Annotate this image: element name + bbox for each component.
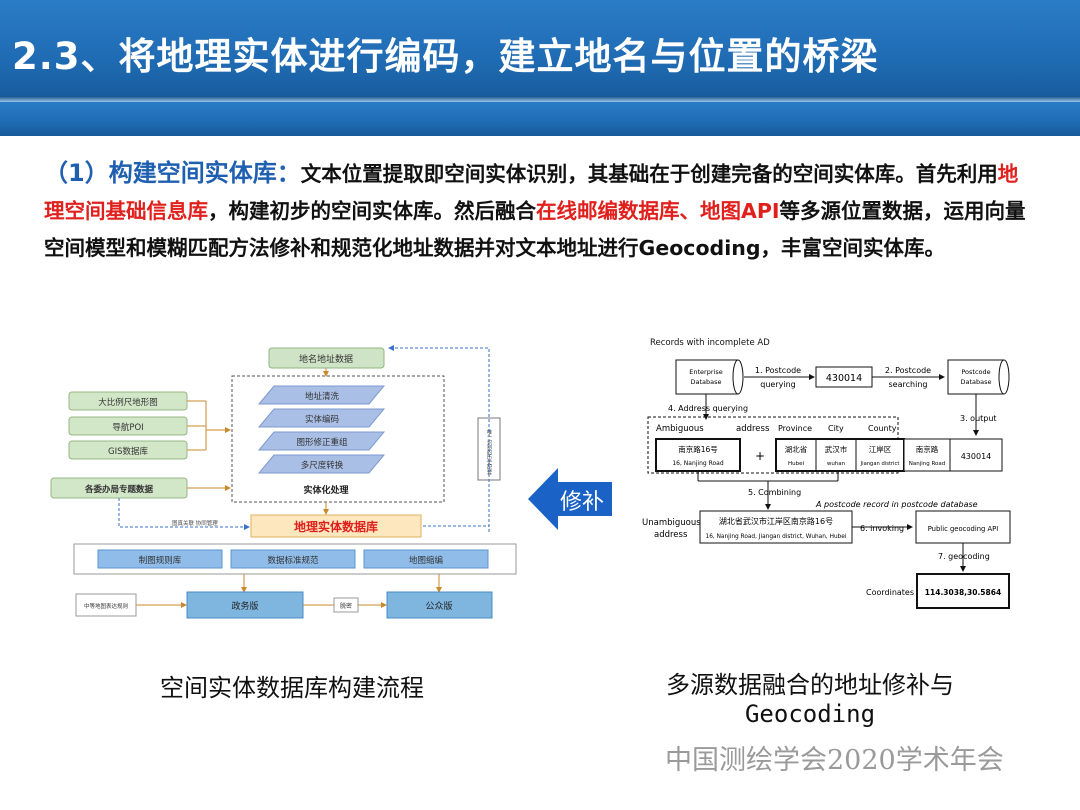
intro-text-1: 文本位置提取即空间实体识别，其基础在于创建完备的空间实体库。首先利用 xyxy=(300,162,998,186)
svg-text:Public geocoding API: Public geocoding API xyxy=(928,525,999,533)
geocoding-flow-diagram: Records with incomplete AD Enterprise Da… xyxy=(642,338,1011,609)
svg-text:1. Postcode: 1. Postcode xyxy=(755,366,801,375)
public-version-box xyxy=(386,591,493,619)
section-lead: （1）构建空间实体库： xyxy=(44,159,301,187)
svg-text:Ambiguous: Ambiguous xyxy=(656,424,704,434)
repair-arrow-label: 修补 xyxy=(560,490,604,515)
svg-text:Database: Database xyxy=(960,378,991,386)
svg-text:Coordinates: Coordinates xyxy=(866,588,914,597)
svg-text:7. geocoding: 7. geocoding xyxy=(938,552,990,561)
highlight-2: 在线邮编数据库、地图API xyxy=(536,199,780,223)
step-4: 多尺度转换 xyxy=(257,454,386,474)
right-caption-line1: 多源数据融合的地址修补与 xyxy=(666,671,954,699)
svg-text:2. Postcode: 2. Postcode xyxy=(885,366,931,375)
svg-text:430014: 430014 xyxy=(826,373,862,384)
svg-text:address: address xyxy=(654,530,688,540)
svg-text:多尺度转换: 多尺度转换 xyxy=(301,460,344,471)
svg-text:114.3038,30.5864: 114.3038,30.5864 xyxy=(925,588,1001,597)
svg-text:16, Nanjing Road: 16, Nanjing Road xyxy=(672,460,724,467)
gov-version-box xyxy=(186,591,304,619)
svg-text:GIS数据库: GIS数据库 xyxy=(108,446,148,457)
svg-text:4. Address querying: 4. Address querying xyxy=(668,404,748,413)
svg-text:Enterprise: Enterprise xyxy=(689,368,722,376)
source-address-label: 地名地址数据 xyxy=(299,353,353,365)
svg-text:图真关联 协同管理: 图真关联 协同管理 xyxy=(172,519,218,527)
svg-text:Postcode: Postcode xyxy=(961,368,990,376)
step-2: 实体编码 xyxy=(257,408,386,428)
conference-footer: 中国测绘学会2020学术年会 xyxy=(665,745,1004,776)
svg-text:A postcode record in postcode: A postcode record in postcode database xyxy=(815,500,978,509)
svg-text:南京路: 南京路 xyxy=(916,444,939,454)
title-bar: 2.3、将地理实体进行编码，建立地名与位置的桥梁 xyxy=(0,0,1080,102)
intro-text-2: ，构建初步的空间实体库。然后融合 xyxy=(208,199,536,223)
svg-text:searching: searching xyxy=(889,380,928,389)
svg-text:湖北省武汉市江岸区南京路16号: 湖北省武汉市江岸区南京路16号 xyxy=(719,516,833,526)
svg-text:大比例尺地形图: 大比例尺地形图 xyxy=(98,397,158,408)
intro-text-3: 等多源位置数据，运用向量空间模型和模糊匹配方法修补和规范化地址数据并对文本地址进… xyxy=(44,199,1026,260)
svg-text:County: County xyxy=(868,424,897,433)
svg-text:querying: querying xyxy=(760,380,795,389)
highlight-1: 地理空间基础信息库 xyxy=(44,162,1019,223)
entity-database-label: 地理实体数据库 xyxy=(294,519,378,534)
svg-text:数据标准规范: 数据标准规范 xyxy=(267,555,319,566)
svg-text:5. Combining: 5. Combining xyxy=(748,488,801,497)
svg-text:制图规则库: 制图规则库 xyxy=(139,555,182,566)
svg-text:Unambiguous: Unambiguous xyxy=(642,518,701,528)
svg-text:3. output: 3. output xyxy=(960,414,997,423)
svg-text:江岸区: 江岸区 xyxy=(869,445,892,454)
step-1: 地址清洗 xyxy=(257,385,386,405)
step-3: 图形修正重组 xyxy=(257,431,386,451)
svg-text:Hubei: Hubei xyxy=(788,461,804,467)
svg-text:地址清洗: 地址清洗 xyxy=(305,391,340,402)
svg-text:Jiangan district: Jiangan district xyxy=(860,461,900,467)
svg-text:实体编码: 实体编码 xyxy=(305,414,339,425)
svg-text:Database: Database xyxy=(690,378,721,386)
title-shadow xyxy=(0,102,1080,136)
svg-text:430014: 430014 xyxy=(961,452,992,461)
svg-text:脱密: 脱密 xyxy=(340,602,352,610)
svg-text:address: address xyxy=(736,424,770,434)
svg-text:各委办局专题数据: 各委办局专题数据 xyxy=(84,484,154,495)
entity-database-flow-diagram: 地名地址数据 地址清洗 实体编码 图形修正重组 多尺度转换 实体化处理 大比例尺… xyxy=(50,345,517,619)
svg-text:地图缩编: 地图缩编 xyxy=(409,555,443,566)
svg-text:南京路16号: 南京路16号 xyxy=(678,444,718,454)
svg-text:武汉市: 武汉市 xyxy=(825,444,848,454)
svg-text:City: City xyxy=(828,424,844,433)
svg-text:+: + xyxy=(755,449,765,463)
repair-arrow: 修补 xyxy=(528,468,612,530)
svg-text:Records with incomplete AD: Records with incomplete AD xyxy=(650,338,770,348)
svg-text:公众版: 公众版 xyxy=(425,600,452,612)
page-title: 2.3、将地理实体进行编码，建立地名与位置的桥梁 xyxy=(12,35,879,78)
right-caption-line2: Geocoding xyxy=(744,700,876,728)
title-underline xyxy=(0,96,1080,102)
svg-text:6. invoking: 6. invoking xyxy=(860,524,904,533)
svg-text:16, Nanjing Road, Jiangan dist: 16, Nanjing Road, Jiangan district, Wuha… xyxy=(706,534,847,540)
svg-text:湖北省: 湖北省 xyxy=(785,444,808,454)
entity-database-box xyxy=(250,514,422,538)
svg-text:wuhan: wuhan xyxy=(827,461,846,467)
svg-text:导航POI: 导航POI xyxy=(112,422,143,433)
svg-text:中等地图表达规则: 中等地图表达规则 xyxy=(84,602,128,610)
process-label: 实体化处理 xyxy=(303,484,348,496)
intro-paragraph: （1）构建空间实体库：文本位置提取即空间实体识别，其基础在于创建完备的空间实体库… xyxy=(44,155,1034,267)
svg-text:Province: Province xyxy=(778,424,812,433)
svg-text:图形修正重组: 图形修正重组 xyxy=(296,437,348,448)
process-box xyxy=(231,375,445,503)
svg-text:Nanjing Road: Nanjing Road xyxy=(909,461,946,467)
svg-text:唯一识别的历史配套: 唯一识别的历史配套 xyxy=(486,429,492,476)
left-caption: 空间实体数据库构建流程 xyxy=(160,674,424,702)
svg-text:政务版: 政务版 xyxy=(231,600,258,612)
